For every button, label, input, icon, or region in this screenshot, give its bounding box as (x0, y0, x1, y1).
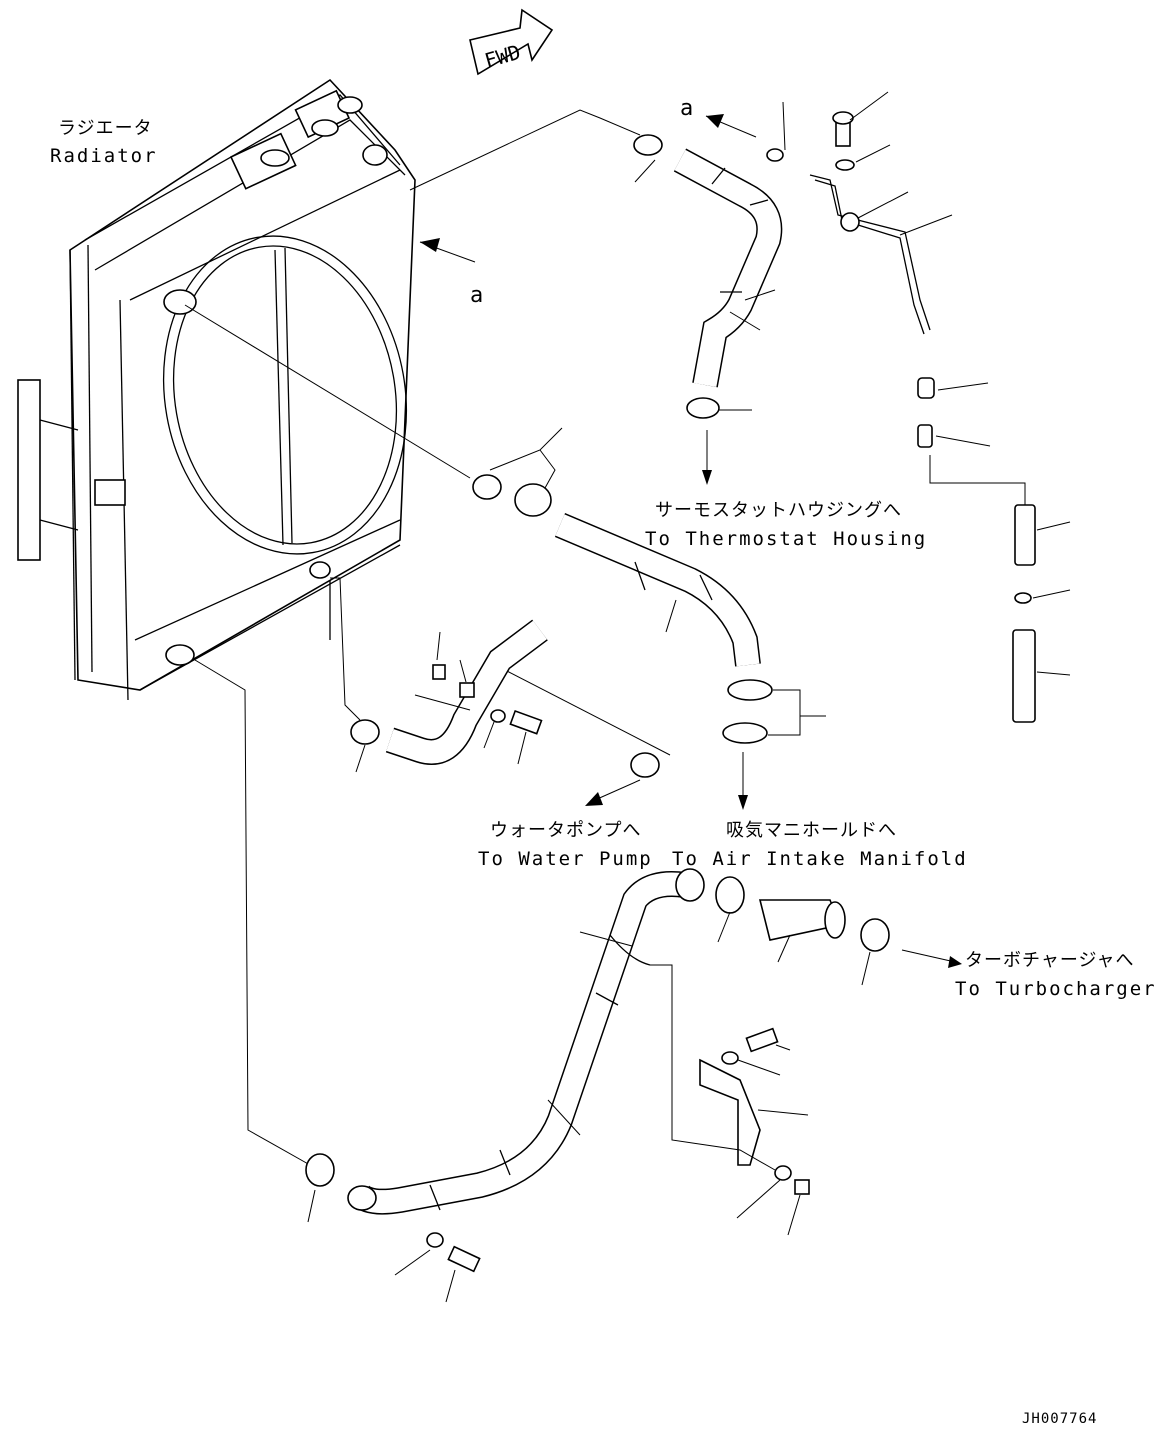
air-intake-label-jp: 吸気マニホールドへ (726, 820, 897, 841)
thermostat-label-en: To Thermostat Housing (645, 528, 928, 550)
bracket (650, 964, 810, 1195)
fwd-arrow: FWD (469, 8, 554, 76)
upper-hose (633, 134, 784, 419)
water-pump-hose (350, 619, 660, 778)
radiator-assembly (17, 78, 416, 701)
water-pump-label-jp: ウォータポンプへ (490, 820, 642, 841)
turbo-label-jp: ターボチャージャへ (965, 950, 1135, 971)
water-pump-label-en: To Water Pump (478, 848, 653, 870)
lower-pipe (305, 868, 890, 1273)
thermostat-label-jp: サーモスタットハウジングへ (655, 500, 902, 521)
bolt-top (809, 111, 931, 335)
air-intake-label-en: To Air Intake Manifold (672, 848, 968, 870)
fittings-right (917, 377, 1036, 723)
drawing-code: JH007764 (1022, 1411, 1098, 1427)
middle-hose (472, 474, 773, 744)
radiator-label-en: Radiator (50, 145, 158, 167)
radiator-label-jp: ラジエータ (58, 118, 153, 139)
reference-a-top: a (680, 96, 694, 121)
turbo-label-en: To Turbocharger (955, 978, 1157, 1000)
reference-a-left: a (470, 283, 484, 308)
